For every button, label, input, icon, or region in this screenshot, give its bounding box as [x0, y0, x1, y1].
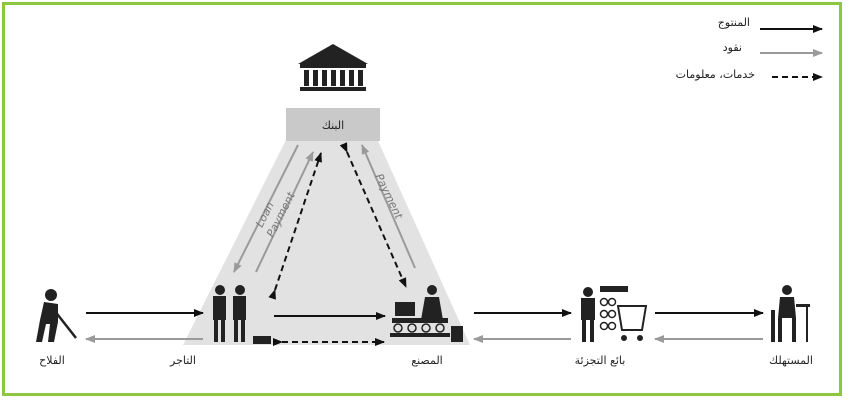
bank-icon [298, 44, 368, 91]
legend-money-label: نقود [723, 41, 742, 54]
bank-label: البنك [322, 119, 344, 132]
legend-services-label: خدمات، معلومات [676, 68, 755, 81]
factory-bank-services-arrow [339, 142, 407, 288]
retailer-label: بائع التجزئة [575, 354, 626, 367]
bank-box [286, 108, 380, 141]
legend-product-label: المنتوج [718, 16, 750, 29]
farmer-icon [36, 289, 77, 342]
merchant-icon [213, 285, 271, 344]
retailer-icon [581, 286, 648, 342]
consumer-icon [771, 285, 810, 342]
factory-label: المصنع [411, 354, 442, 367]
payment-right-arrow [361, 144, 416, 269]
legend: المنتوج نقود خدمات، معلومات [676, 16, 823, 81]
consumer-label: المستهلك [769, 354, 813, 367]
farmer-label: الفلاح [39, 354, 65, 367]
factory-icon [390, 285, 463, 342]
merchant-bank-services-arrow [268, 152, 322, 300]
merchant-label: التاجر [169, 354, 196, 367]
